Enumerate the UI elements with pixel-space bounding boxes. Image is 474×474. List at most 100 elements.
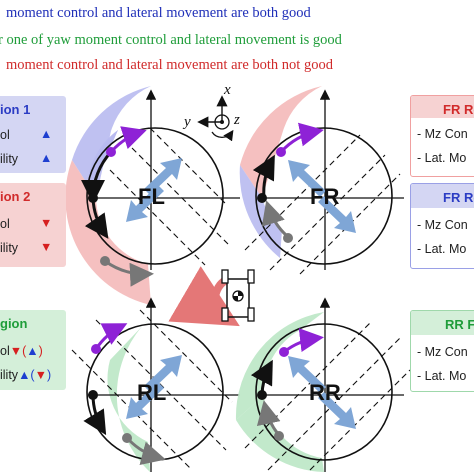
fl-label: FL — [138, 184, 165, 209]
rl-purple-arc — [94, 323, 128, 350]
fr-dashed-line-1 — [244, 134, 361, 251]
fr-black-dot — [257, 193, 267, 203]
rr-label: RR — [309, 380, 341, 405]
fl-purple-dot — [106, 147, 116, 157]
rl-dashed-line-3 — [139, 309, 233, 403]
rr-black-dot — [257, 390, 267, 400]
wheel-fl: FL — [65, 86, 240, 305]
region-2-row-1: ol — [0, 217, 10, 231]
rl-label: RL — [137, 380, 166, 405]
region-1-row-2: ility — [0, 152, 19, 166]
legend-line-bad: moment control and lateral movement are … — [6, 57, 333, 73]
region-2-row-2: ility — [0, 241, 19, 255]
wheel-fr: FR — [239, 86, 404, 275]
fr-region-1-title: FR Re — [443, 102, 474, 117]
rl-gray-dot — [122, 433, 132, 443]
region-3-close-paren: ) — [38, 344, 43, 358]
axis-triad: x y z — [182, 82, 240, 142]
legend-line-good: moment control and lateral movement are … — [6, 5, 311, 21]
vehicle-wheel-rr — [247, 307, 255, 322]
triangle-up-icon: ▲( — [18, 368, 35, 382]
fr-region-2-title: FR Re — [443, 190, 474, 205]
rr-purple-dot — [279, 347, 289, 357]
rr-dashed-line-3 — [309, 369, 411, 471]
vehicle-body — [226, 278, 250, 318]
region-3-title: gion — [0, 316, 28, 331]
vehicle-icon — [168, 266, 255, 327]
region-3-row-1: ol▼(▲) — [0, 344, 43, 358]
fr-force-arrow-a — [318, 196, 356, 233]
cog-quadrant-1 — [238, 291, 243, 296]
fl-force-arrow-a — [126, 185, 164, 222]
fr-force-arrow-b — [288, 160, 326, 197]
fr-region-1-box: FR Re - Mz Con - Lat. Mo — [410, 95, 474, 177]
rl-force-arrow-b — [144, 355, 182, 392]
region-1-box: ion 1 ol ▲ ility ▲ — [0, 96, 66, 173]
region-2-box: ion 2 ol ▼ ility ▼ — [0, 183, 66, 267]
triangle-up-icon: ▲ — [26, 344, 39, 358]
fr-region-2-box: FR Re - Mz Con - Lat. Mo — [410, 183, 474, 269]
triangle-up-icon: ▲ — [40, 127, 53, 141]
fr-region-1-row-2: - Lat. Mo — [417, 151, 467, 165]
rr-gray-dot — [274, 431, 284, 441]
x-axis-label: x — [223, 82, 231, 98]
cog-quadrant-2 — [233, 296, 238, 301]
region-1-title: ion 1 — [0, 102, 31, 117]
fl-dashed-line-1 — [109, 169, 206, 266]
fr-label: FR — [310, 184, 339, 209]
z-axis-symbol — [214, 114, 230, 130]
vehicle-wheel-fr — [247, 269, 255, 284]
wheel-rr: RR — [235, 297, 411, 472]
y-axis-label: y — [182, 114, 191, 130]
fl-gray-dot — [100, 256, 110, 266]
rr-purple-arc — [283, 328, 324, 354]
fr-purple-dot — [276, 147, 286, 157]
triangle-down-icon: ▼ — [34, 368, 47, 382]
fr-purple-arc — [279, 122, 324, 154]
rr-tire-circle — [255, 323, 393, 461]
triangle-down-icon: ▼ — [40, 240, 53, 254]
rr-force-arrow-a — [318, 392, 356, 429]
fl-dashed-line-2 — [131, 147, 229, 245]
vehicle-wheel-rl — [221, 307, 229, 322]
z-axis-label: z — [233, 112, 240, 128]
fr-dashed-line-2 — [269, 154, 386, 271]
region-3-box: gion ol▼(▲) ility▲(▼) — [0, 310, 66, 390]
rr-region-row-2: - Lat. Mo — [417, 369, 467, 383]
legend-line-partial: r one of yaw moment control and lateral … — [0, 32, 342, 48]
rl-force-arrow-a — [126, 382, 164, 419]
fr-region-2-header — [411, 184, 474, 208]
triangle-down-icon: ▼ — [40, 216, 53, 230]
rr-region-title: RR F — [445, 317, 474, 332]
rl-green-band — [107, 318, 150, 472]
region-2-title: ion 2 — [0, 189, 31, 204]
fl-black-dot — [88, 193, 98, 203]
fr-region-1-header — [411, 96, 474, 118]
fl-force-arrow-b — [144, 158, 182, 195]
triangle-down-icon: ▼( — [9, 344, 27, 358]
fr-region-2-row-1: - Mz Con — [417, 218, 468, 232]
fl-dashed-line-3 — [149, 127, 227, 205]
region-3-row-1-label: ol — [0, 344, 10, 358]
fr-region-2-row-2: - Lat. Mo — [417, 242, 467, 256]
rr-region-box: RR F - Mz Con - Lat. Mo — [410, 310, 474, 392]
z-axis-dot — [220, 120, 224, 124]
region-2-band — [65, 160, 151, 305]
region-3-close-paren: ) — [46, 368, 52, 382]
rr-region-header — [411, 311, 474, 335]
rl-purple-dot — [91, 344, 101, 354]
rr-force-arrow-b — [288, 356, 326, 393]
region-3-row-2: ility▲(▼) — [0, 368, 51, 382]
fr-tire-circle — [255, 127, 393, 265]
rotation-arrow — [211, 129, 234, 142]
vehicle-wheel-fl — [221, 269, 229, 284]
region-1-row-1: ol — [0, 128, 10, 142]
rl-black-dot — [88, 390, 98, 400]
rr-region-row-1: - Mz Con — [417, 345, 468, 359]
region-3-row-2-label: ility — [0, 368, 19, 382]
triangle-up-icon: ▲ — [40, 151, 53, 165]
fr-gray-dot — [283, 233, 293, 243]
fr-region-1-row-1: - Mz Con — [417, 127, 468, 141]
